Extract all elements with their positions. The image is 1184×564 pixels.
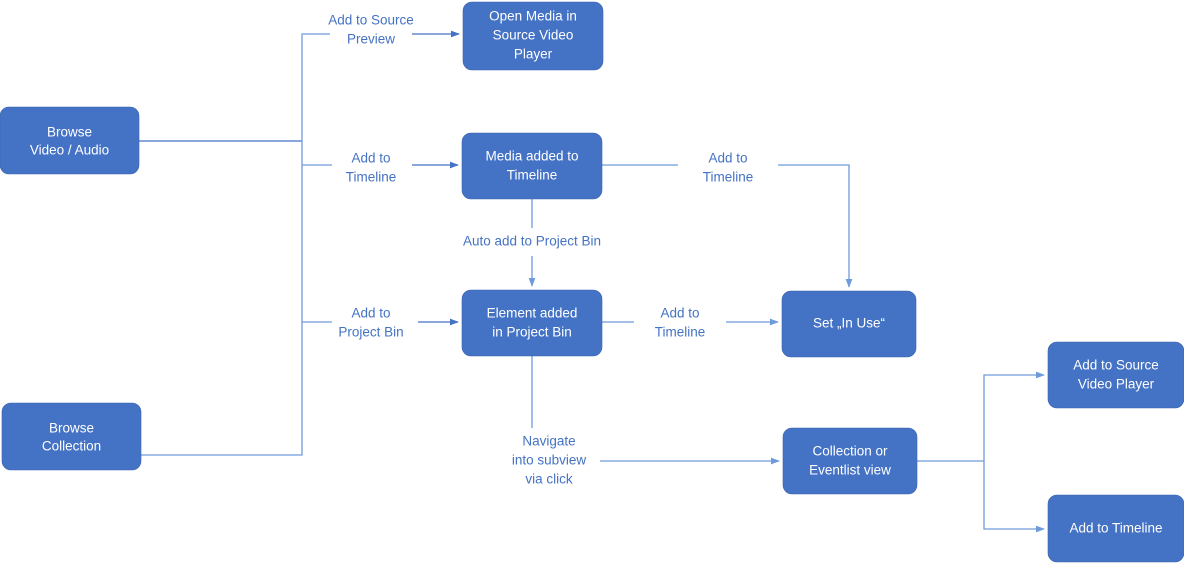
node-element-added-line-1: Element added bbox=[487, 306, 578, 321]
node-open-media-line-2: Source Video bbox=[493, 28, 574, 43]
node-add-to-source-video-player[interactable]: Add to Source Video Player bbox=[1047, 341, 1184, 409]
node-collection-or-eventlist-view-shape[interactable] bbox=[782, 427, 918, 495]
node-open-media-source-video-player[interactable]: Open Media in Source Video Player bbox=[462, 1, 604, 71]
edge-label-navigate-line-1: Navigate bbox=[522, 434, 575, 449]
node-collection-or-eventlist-view[interactable]: Collection or Eventlist view bbox=[782, 427, 918, 495]
node-media-added-line-2: Timeline bbox=[507, 168, 558, 183]
node-browse-video-audio-line-1: Browse bbox=[47, 125, 92, 140]
edge-browse-collection-to-trunk bbox=[141, 141, 303, 456]
node-browse-collection-shape[interactable] bbox=[1, 402, 142, 471]
edge-label-add-to-timeline-from-bin-line-1: Add to bbox=[660, 306, 699, 321]
node-browse-collection-line-2: Collection bbox=[42, 439, 101, 454]
edge-label-add-to-timeline-from-media-line-2: Timeline bbox=[703, 170, 754, 185]
node-browse-collection-line-1: Browse bbox=[49, 421, 94, 436]
edge-label-add-to-timeline-from-media: Add to Timeline bbox=[703, 151, 754, 185]
node-element-added-in-project-bin[interactable]: Element added in Project Bin bbox=[461, 289, 603, 357]
node-add-to-source-video-player-shape[interactable] bbox=[1047, 341, 1184, 409]
edge-label-auto-add-to-project-bin-line-1: Auto add to Project Bin bbox=[463, 234, 601, 249]
edge-label-navigate-line-3: via click bbox=[525, 472, 573, 487]
edge-label-add-to-source-preview: Add to Source Preview bbox=[328, 13, 414, 47]
node-browse-video-audio[interactable]: Browse Video / Audio bbox=[0, 106, 140, 175]
node-collection-view-line-2: Eventlist view bbox=[809, 463, 891, 478]
node-open-media-line-3: Player bbox=[514, 47, 553, 62]
node-browse-video-audio-line-2: Video / Audio bbox=[30, 143, 109, 158]
node-media-added-to-timeline-shape[interactable] bbox=[461, 132, 603, 200]
node-add-to-timeline-line-1: Add to Timeline bbox=[1069, 521, 1162, 536]
edge-trunk-to-source-preview bbox=[301, 33, 330, 141]
node-set-in-use-line-1: Set „In Use“ bbox=[813, 316, 885, 331]
node-add-to-timeline[interactable]: Add to Timeline bbox=[1047, 494, 1184, 563]
edge-labels-layer: Add to Source Preview Add to Timeline Ad… bbox=[328, 13, 753, 487]
node-browse-collection[interactable]: Browse Collection bbox=[1, 402, 142, 471]
node-media-added-to-timeline[interactable]: Media added to Timeline bbox=[461, 132, 603, 200]
node-open-media-line-1: Open Media in bbox=[489, 9, 577, 24]
node-element-added-line-2: in Project Bin bbox=[492, 325, 572, 340]
edge-label-auto-add-to-project-bin: Auto add to Project Bin bbox=[463, 234, 601, 249]
edge-label-navigate-into-subview-via-click: Navigate into subview via click bbox=[512, 434, 587, 487]
edge-label-navigate-line-2: into subview bbox=[512, 453, 587, 468]
node-add-to-source-video-player-line-2: Video Player bbox=[1078, 377, 1155, 392]
node-add-to-timeline-shape[interactable] bbox=[1047, 494, 1184, 563]
node-add-to-source-video-player-line-1: Add to Source bbox=[1073, 358, 1159, 373]
node-set-in-use[interactable]: Set „In Use“ bbox=[781, 290, 917, 358]
node-open-media-source-video-player-shape[interactable] bbox=[462, 1, 604, 71]
edge-collection-to-add-timeline bbox=[983, 461, 1045, 533]
edge-label-add-to-timeline-from-browse-line-1: Add to bbox=[351, 151, 390, 166]
node-browse-video-audio-shape[interactable] bbox=[0, 106, 140, 175]
edge-label-add-to-project-bin: Add to Project Bin bbox=[338, 306, 403, 340]
node-set-in-use-shape[interactable] bbox=[781, 290, 917, 358]
edge-label-add-to-source-preview-line-2: Preview bbox=[347, 32, 395, 47]
edge-label-add-to-timeline-from-media-line-1: Add to bbox=[708, 151, 747, 166]
edge-collection-to-add-source-video-player bbox=[983, 371, 1045, 461]
node-element-added-in-project-bin-shape[interactable] bbox=[461, 289, 603, 357]
edge-label-add-to-timeline-from-browse-line-2: Timeline bbox=[346, 170, 397, 185]
node-collection-view-line-1: Collection or bbox=[812, 444, 888, 459]
edges-layer bbox=[139, 30, 1045, 533]
edge-label-add-to-timeline-from-bin: Add to Timeline bbox=[655, 306, 706, 340]
edge-label-add-to-project-bin-line-2: Project Bin bbox=[338, 325, 403, 340]
edge-label-add-to-timeline-from-bin-line-2: Timeline bbox=[655, 325, 706, 340]
edge-add-timeline-to-set-in-use-top bbox=[778, 164, 853, 288]
node-media-added-line-1: Media added to bbox=[485, 149, 578, 164]
edge-label-add-to-project-bin-line-1: Add to bbox=[351, 306, 390, 321]
edge-label-add-to-source-preview-line-1: Add to Source bbox=[328, 13, 414, 28]
edge-label-add-to-timeline-from-browse: Add to Timeline bbox=[346, 151, 397, 185]
